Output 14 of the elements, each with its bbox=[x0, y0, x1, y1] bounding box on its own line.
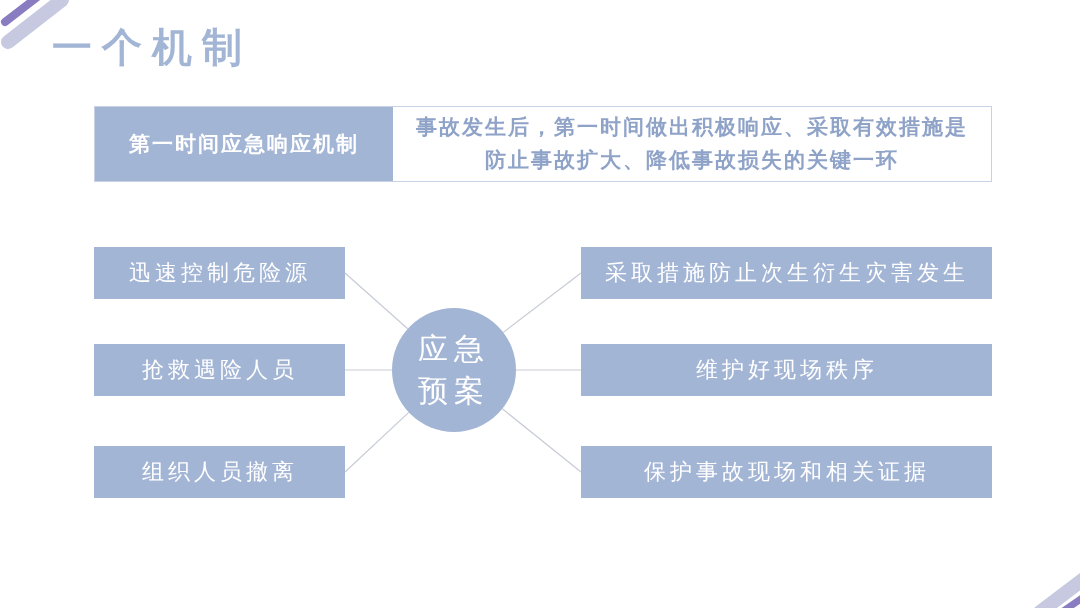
connector-line bbox=[501, 408, 582, 473]
description-text: 事故发生后，第一时间做出积极响应、采取有效措施是防止事故扩大、降低事故损失的关键一环 bbox=[415, 114, 969, 174]
connector-line bbox=[344, 272, 409, 330]
connector-line bbox=[502, 272, 582, 333]
item-box: 迅速控制危险源 bbox=[94, 247, 345, 299]
connector-line bbox=[344, 411, 410, 473]
heading-cell: 第一时间应急响应机制 bbox=[95, 107, 393, 181]
item-box: 抢救遇险人员 bbox=[94, 344, 345, 396]
center-circle: 应急预案 bbox=[392, 308, 516, 432]
item-box: 采取措施防止次生衍生灾害发生 bbox=[581, 247, 992, 299]
title: 一个机制 bbox=[52, 23, 252, 72]
item-box: 保护事故现场和相关证据 bbox=[581, 446, 992, 498]
item-box: 维护好现场秩序 bbox=[581, 344, 992, 396]
item-box: 组织人员撤离 bbox=[94, 446, 345, 498]
